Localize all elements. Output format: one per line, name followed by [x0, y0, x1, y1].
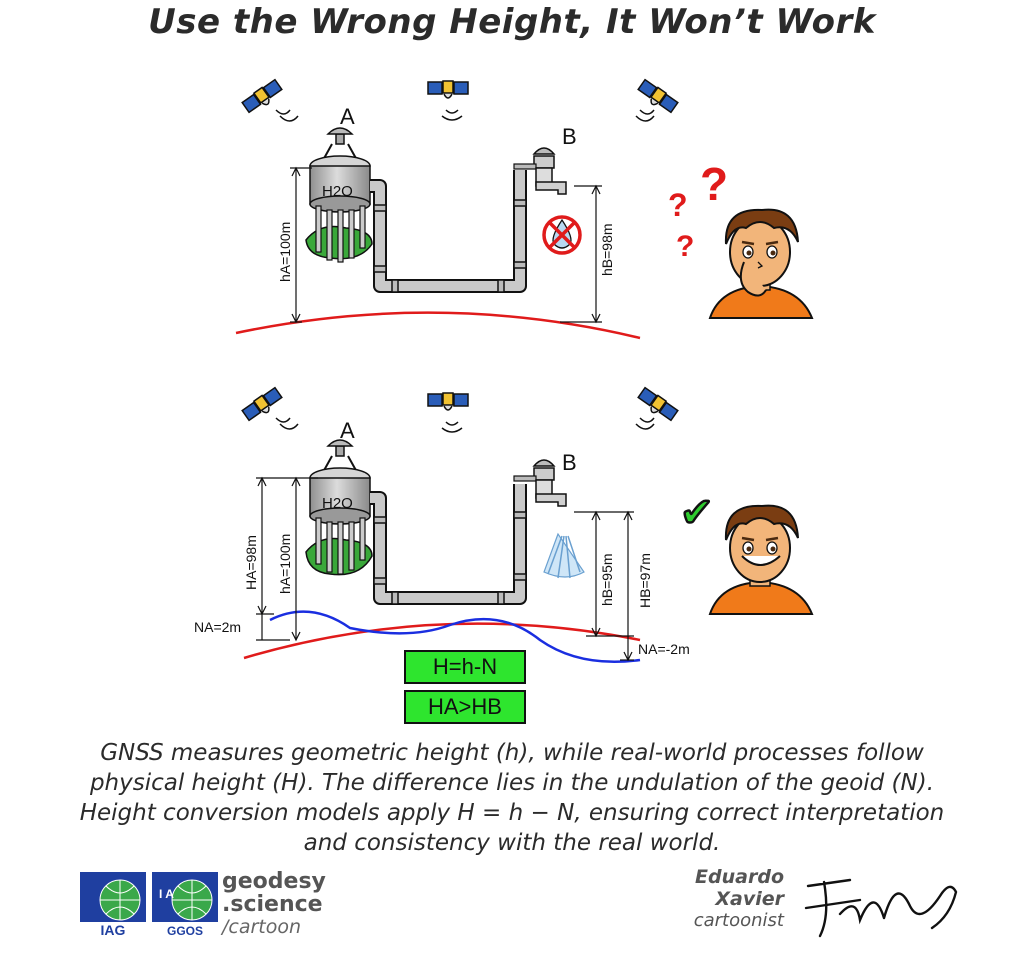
ggos-logo-text: GGOS: [167, 924, 203, 938]
signature: [804, 878, 958, 938]
height-b-dimension: [560, 184, 602, 324]
n-a-right-label: NA=-2m: [638, 641, 690, 657]
author-block: Eduardo Xavier cartoonist: [660, 866, 784, 931]
height-a-dimension: [291, 476, 301, 642]
tank-label: H2O: [322, 495, 353, 512]
brand-line-2: .science: [222, 892, 323, 917]
iag-logo-text: IAG: [101, 922, 126, 938]
point-a-label: A: [340, 104, 355, 129]
pipe: [370, 484, 525, 603]
signal-icon: [635, 417, 655, 430]
brand-block: geodesy .science /cartoon: [222, 870, 326, 939]
satellite-icon: [427, 80, 469, 99]
satellite-icon: [240, 77, 286, 117]
point-a-label: A: [340, 418, 355, 443]
height-a-dimension: [290, 166, 312, 324]
h-b-label: hB=95m: [599, 553, 615, 606]
page-title: Use the Wrong Height, It Won’t Work: [148, 2, 876, 42]
signal-icon: [635, 109, 655, 122]
author-last-name: Xavier: [715, 888, 784, 910]
question-mark-icon: ?: [668, 187, 688, 223]
height-b-dimension: [574, 510, 634, 662]
signal-icon: [441, 109, 463, 121]
big-h-b-label: HB=97m: [637, 553, 653, 608]
confused-boy: [708, 208, 814, 320]
satellite-icon: [240, 385, 286, 425]
h-b-label: hB=98m: [599, 223, 615, 276]
h-a-label: hA=100m: [277, 534, 293, 594]
thinking-hand: [739, 261, 767, 297]
formula-line-1: H=h-N: [432, 654, 498, 679]
author-first-name: Eduardo: [695, 866, 784, 888]
satellite-icon: [634, 77, 680, 117]
caption-text: GNSS measures geometric height (h), whil…: [79, 740, 945, 856]
question-mark-icon: ?: [676, 230, 694, 263]
ellipsoid-line: [243, 622, 641, 660]
big-height-a-dimension: [256, 476, 318, 641]
formula-box-bottom: HA>HB: [404, 690, 526, 724]
big-h-a-label: HA=98m: [243, 535, 259, 590]
brand-line-1: geodesy: [222, 869, 326, 894]
no-water-icon: [542, 215, 582, 255]
question-mark-icon: ?: [700, 158, 728, 210]
smile: [741, 555, 781, 566]
iag-logo: IAG: [80, 872, 146, 938]
tank-label: H2O: [322, 183, 353, 200]
ellipsoid-line: [235, 311, 641, 340]
logos: IAG I A GGOS: [80, 872, 218, 938]
ggos-letters: I A: [159, 887, 174, 901]
satellite-icon: [427, 392, 469, 411]
satellite-icon: [634, 385, 680, 425]
point-b-label: B: [562, 450, 577, 475]
h-a-label: hA=100m: [277, 222, 293, 282]
ggos-logo: I A GGOS: [152, 872, 218, 938]
formula-box-top: H=h-N: [404, 650, 526, 684]
formula-line-2: HA>HB: [428, 694, 502, 719]
n-a-left-label: NA=2m: [194, 619, 241, 635]
signal-icon: [275, 417, 299, 430]
brand-line-3: /cartoon: [222, 916, 302, 938]
panel-2: H2O A B HA=98m hA=100m: [194, 385, 814, 663]
panel-1: H2O A B hA=100m hB=98m ? ? ?: [235, 77, 814, 340]
point-b-label: B: [562, 124, 577, 149]
signal-icon: [275, 109, 299, 122]
geoid-line: [269, 610, 641, 663]
water-spray-icon: [543, 532, 585, 579]
pipe: [370, 170, 525, 291]
signal-icon: [441, 421, 463, 433]
author-role: cartoonist: [693, 910, 784, 931]
check-mark-icon: ✔: [680, 491, 714, 535]
